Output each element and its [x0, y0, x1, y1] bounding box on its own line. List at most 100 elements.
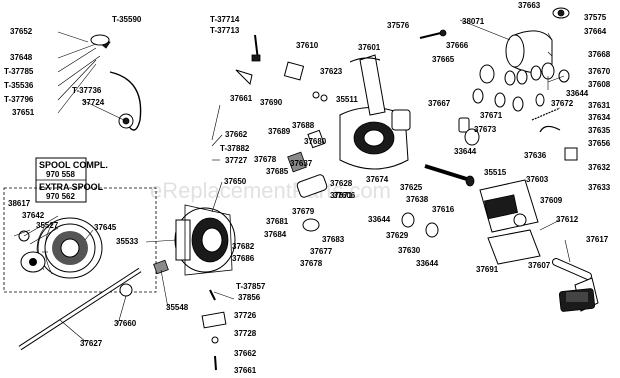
part-label: 37632 — [588, 163, 611, 172]
part-label: 38617 — [8, 199, 31, 208]
spool-complete-label: SPOOL COMPL. — [39, 160, 108, 170]
spool-assembly — [13, 217, 103, 279]
part-label: 37650 — [224, 177, 247, 186]
part-label: 37680 — [304, 137, 327, 146]
part-label: 37727 — [225, 156, 248, 165]
watermark-text: eReplacementParts.com — [150, 178, 391, 203]
part-label: 37608 — [588, 80, 611, 89]
part-label: 35511 — [336, 95, 358, 104]
part-label: 37678 — [300, 259, 323, 268]
oscillation-parts — [458, 107, 578, 161]
part-label: 37691 — [476, 265, 499, 274]
part-label: 37665 — [432, 55, 455, 64]
part-label: 37606 — [333, 191, 356, 200]
part-label: 37628 — [330, 179, 353, 188]
rotor-assembly — [153, 204, 236, 276]
part-label: 37634 — [588, 113, 611, 122]
part-label: 38071 — [462, 17, 485, 26]
part-label: 37724 — [82, 98, 105, 107]
part-label: 37679 — [292, 207, 315, 216]
part-label: 37636 — [524, 151, 547, 160]
part-label: 37689 — [268, 127, 291, 136]
part-label: 37678 — [254, 155, 277, 164]
rear-cap — [505, 7, 570, 73]
part-label: 37623 — [320, 67, 343, 76]
part-label: 37575 — [584, 13, 607, 22]
bail-wire — [81, 34, 142, 131]
bottom-small-parts — [201, 212, 439, 371]
part-label: 37609 — [540, 196, 563, 205]
part-label: T-37785 — [4, 67, 34, 76]
part-label: T-35590 — [112, 15, 142, 24]
part-label: 37726 — [234, 311, 257, 320]
gear-housing — [339, 54, 411, 170]
part-label: 37661 — [230, 94, 253, 103]
gearbox-body — [479, 179, 541, 265]
part-label: 37633 — [588, 183, 611, 192]
part-label: 37681 — [266, 217, 289, 226]
part-label: 37652 — [10, 27, 33, 36]
part-label: 37637 — [290, 159, 313, 168]
part-label: 37660 — [114, 319, 137, 328]
part-label: 37671 — [330, 191, 353, 200]
part-label: 37638 — [406, 195, 429, 204]
part-label: 33644 — [416, 259, 439, 268]
part-label: 37603 — [526, 175, 549, 184]
main-shaft — [18, 267, 142, 351]
part-label: 37684 — [264, 230, 287, 239]
part-label: 37635 — [588, 126, 611, 135]
part-label: 37662 — [234, 349, 257, 358]
crank-handle — [552, 258, 599, 312]
part-label: 37661 — [234, 366, 257, 375]
spool-callout-box: SPOOL COMPL. 970 558 EXTRA SPOOL 970 562 — [3, 157, 157, 293]
part-label: 35527 — [36, 221, 59, 230]
part-label: 37645 — [94, 223, 117, 232]
part-label: 37686 — [232, 254, 255, 263]
part-label: 37677 — [310, 247, 333, 256]
part-label: T-37714 — [210, 15, 240, 24]
part-label: T-37796 — [4, 95, 34, 104]
drive-gear-parts — [287, 129, 475, 198]
part-label: T-35536 — [4, 81, 34, 90]
part-label: 37656 — [588, 139, 611, 148]
part-label: 37668 — [588, 50, 611, 59]
part-label: 37728 — [234, 329, 257, 338]
extra-spool-number: 970 562 — [46, 192, 75, 201]
part-label: 37682 — [232, 242, 255, 251]
part-label: 35515 — [484, 168, 507, 177]
part-label: 37856 — [238, 293, 261, 302]
part-label: 37648 — [10, 53, 33, 62]
part-label: 33644 — [454, 147, 477, 156]
part-label: 33644 — [566, 89, 589, 98]
top-small-parts — [235, 29, 447, 102]
part-label: 37667 — [428, 99, 451, 108]
part-label: 37627 — [80, 339, 103, 348]
part-label: 35533 — [116, 237, 139, 246]
part-label: T-37736 — [72, 86, 102, 95]
part-label: T-37713 — [210, 26, 240, 35]
part-number-labels: T-35590 37652 37648 T-37785 T-35536 T-37… — [4, 1, 611, 375]
part-label: 37630 — [398, 246, 421, 255]
part-label: 37629 — [386, 231, 409, 240]
part-label: 37631 — [588, 101, 611, 110]
part-label: 35548 — [166, 303, 189, 312]
part-label: 37663 — [518, 1, 541, 10]
part-label: 37601 — [358, 43, 381, 52]
leader-lines — [23, 19, 571, 343]
part-label: 37670 — [588, 67, 611, 76]
part-label: 37616 — [432, 205, 455, 214]
part-label: 37610 — [296, 41, 319, 50]
part-label: 37683 — [322, 235, 345, 244]
part-label: 37612 — [556, 215, 579, 224]
part-label: 37688 — [292, 121, 315, 130]
part-label: 37690 — [260, 98, 283, 107]
part-label: 37651 — [12, 108, 35, 117]
part-label: 37674 — [366, 175, 389, 184]
part-label: 37576 — [387, 21, 410, 30]
part-label: 37673 — [474, 125, 497, 134]
part-label: 37625 — [400, 183, 423, 192]
part-label: 37664 — [584, 27, 607, 36]
part-label: 37671 — [480, 111, 503, 120]
